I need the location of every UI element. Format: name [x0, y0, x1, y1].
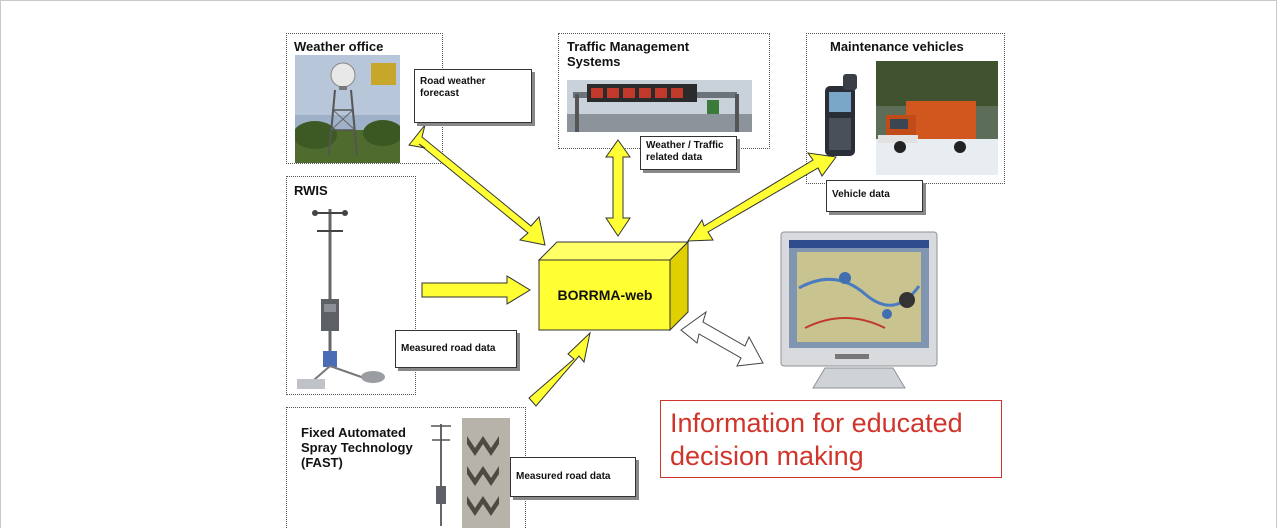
information-callout: Information for educated decision making — [660, 400, 1002, 478]
fast-device-image — [431, 418, 510, 528]
arrow-rwis-hub — [421, 275, 531, 305]
fast-box: Fixed Automated Spray Technology (FAST) — [286, 407, 526, 528]
hub-label: BORRMA-web — [557, 287, 653, 303]
borrma-web-hub — [537, 240, 690, 332]
arrow-vehicles-hub — [687, 152, 837, 242]
snow-plow-truck-image — [876, 61, 998, 175]
weather-traffic-data-note: Weather / Traffic related data — [640, 136, 737, 170]
road-weather-forecast-note: Road weather forecast — [414, 69, 532, 123]
vehicle-data-text: Vehicle data — [832, 189, 890, 200]
maintenance-vehicles-title: Maintenance vehicles — [830, 39, 964, 54]
measured-road-data-rwis-text: Measured road data — [401, 343, 496, 354]
weather-office-title: Weather office — [294, 39, 384, 54]
arrow-fast-hub — [528, 331, 591, 407]
weather-radar-image — [295, 55, 400, 163]
arrow-traffic-hub — [605, 139, 631, 237]
handheld-device-image — [825, 74, 857, 156]
measured-road-data-fast-text: Measured road data — [516, 471, 611, 482]
information-callout-text: Information for educated decision making — [670, 408, 963, 471]
monitor-display-image — [780, 231, 938, 389]
road-weather-forecast-text: Road weather forecast — [420, 76, 486, 99]
maintenance-vehicles-box: Maintenance vehicles — [806, 33, 1005, 184]
traffic-gantry-image — [567, 80, 752, 132]
weather-office-box: Weather office — [286, 33, 443, 164]
rwis-box: RWIS — [286, 176, 416, 395]
rwis-title: RWIS — [294, 183, 328, 198]
traffic-management-box: Traffic Management Systems — [558, 33, 770, 149]
measured-road-data-fast-note: Measured road data — [510, 457, 636, 497]
weather-traffic-data-text: Weather / Traffic related data — [646, 140, 724, 163]
traffic-management-title: Traffic Management Systems — [567, 39, 690, 69]
arrow-hub-monitor — [680, 310, 764, 367]
vehicle-data-note: Vehicle data — [826, 180, 923, 212]
arrow-weather-office-hub — [408, 124, 546, 246]
fast-title: Fixed Automated Spray Technology (FAST) — [301, 425, 413, 470]
measured-road-data-rwis-note: Measured road data — [395, 330, 517, 368]
rwis-station-image — [297, 209, 385, 389]
